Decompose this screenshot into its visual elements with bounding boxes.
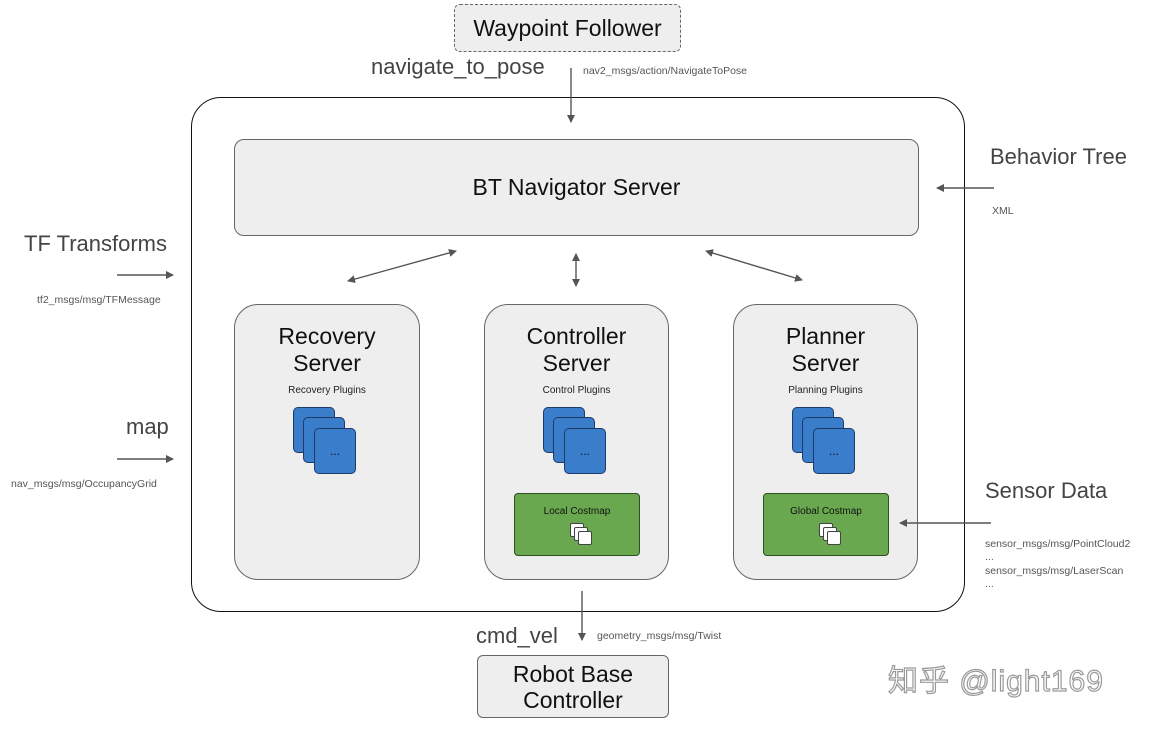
- cmd-vel-msg: geometry_msgs/msg/Twist: [597, 630, 722, 642]
- watermark: 知乎 @light169: [887, 664, 1104, 698]
- sensor-data-msg-laserscan: sensor_msgs/msg/LaserScan: [985, 565, 1124, 577]
- tf-transforms-label: TF Transforms: [24, 231, 168, 256]
- robot-base-controller-line1: Robot Base: [512, 660, 634, 687]
- waypoint-follower-label: Waypoint Follower: [473, 14, 662, 41]
- robot-base-controller-line2: Controller: [523, 686, 623, 713]
- planner-server-title-line2: Server: [791, 350, 860, 376]
- controller-server-title-line2: Server: [542, 350, 611, 376]
- bt-planner-arrow: [705, 249, 803, 282]
- behavior-tree-label: Behavior Tree: [990, 144, 1127, 169]
- planning-plugin-card-dots: ...: [828, 444, 839, 458]
- planner-server-title-line1: Planner: [785, 323, 866, 349]
- recovery-server-box: Recovery Server Recovery Plugins ...: [234, 304, 420, 580]
- recovery-server-title-line2: Server: [293, 350, 361, 376]
- sensor-data-label: Sensor Data: [985, 478, 1108, 503]
- bt-navigator-server-box: BT Navigator Server: [234, 139, 919, 236]
- recovery-plugins-label: Recovery Plugins: [288, 385, 366, 396]
- controller-server-title-line1: Controller: [526, 323, 627, 349]
- sensor-data-dots-1: ...: [985, 551, 994, 563]
- bt-recovery-arrow: [347, 249, 457, 283]
- control-plugins-stack-icon: ...: [543, 407, 613, 474]
- navigate-to-pose-label: navigate_to_pose: [371, 54, 545, 79]
- recovery-plugin-card-dots: ...: [329, 444, 340, 458]
- planning-plugins-stack-icon: ...: [792, 407, 862, 474]
- behavior-tree-msg: XML: [992, 205, 1014, 217]
- control-plugins-label: Control Plugins: [542, 385, 611, 396]
- control-plugin-card-dots: ...: [579, 444, 590, 458]
- global-costmap-box: Global Costmap: [763, 493, 889, 556]
- waypoint-follower-box: Waypoint Follower: [454, 4, 681, 52]
- planning-plugins-label: Planning Plugins: [788, 385, 863, 396]
- local-costmap-label: Local Costmap: [543, 506, 611, 517]
- sensor-data-dots-2: ...: [985, 578, 994, 590]
- cmd-vel-label: cmd_vel: [476, 623, 558, 648]
- robot-base-controller-box: Robot Base Controller: [477, 655, 669, 718]
- controller-server-box: Controller Server Control Plugins ... Lo…: [484, 304, 669, 580]
- planner-server-box: Planner Server Planning Plugins ... Glob…: [733, 304, 918, 580]
- global-costmap-label: Global Costmap: [790, 506, 862, 517]
- tf-transforms-msg: tf2_msgs/msg/TFMessage: [37, 294, 161, 306]
- bt-navigator-server-label: BT Navigator Server: [472, 174, 681, 200]
- navigate-to-pose-msg: nav2_msgs/action/NavigateToPose: [583, 65, 748, 77]
- local-costmap-box: Local Costmap: [514, 493, 640, 556]
- sensor-data-msg-pointcloud: sensor_msgs/msg/PointCloud2: [985, 538, 1131, 550]
- recovery-plugins-stack-icon: ...: [293, 407, 363, 474]
- map-label: map: [126, 414, 169, 439]
- recovery-server-title-line1: Recovery: [278, 323, 376, 349]
- map-msg: nav_msgs/msg/OccupancyGrid: [11, 478, 157, 490]
